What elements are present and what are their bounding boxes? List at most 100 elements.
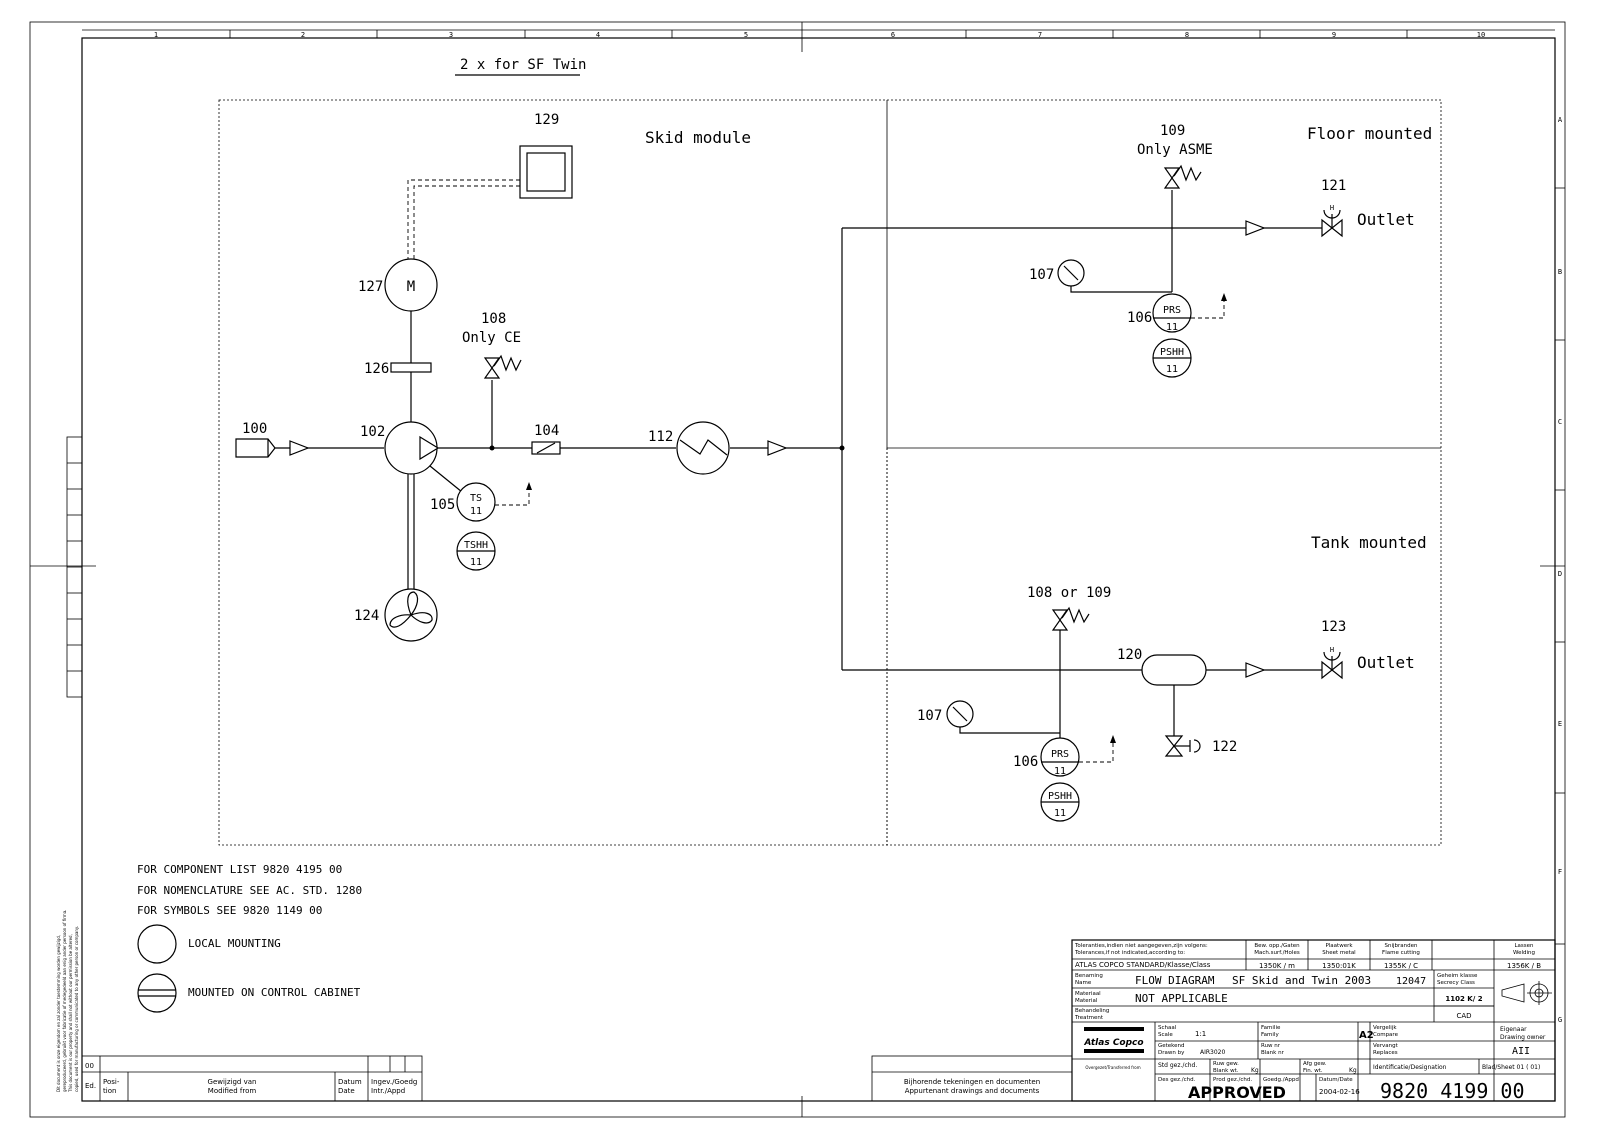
tb-goedg: Goedg./Appd (1263, 1077, 1299, 1083)
title-block (1071, 939, 1556, 1102)
col-label-2: 2 (301, 31, 305, 39)
label-108: 108 (481, 311, 506, 327)
skid-module-region (218, 99, 888, 846)
tshh-tag: TSHH (464, 540, 488, 551)
safety-valve-108 (483, 354, 522, 448)
note-symbols: FOR SYMBOLS SEE 9820 1149 00 (137, 904, 322, 917)
valve-121-h: H (1330, 204, 1334, 212)
tb-secrecy-val: 1102 K/ 2 (1445, 995, 1482, 1003)
row-label-g: G (1558, 1016, 1562, 1024)
row-ruler: A B C D E F G (1555, 116, 1565, 1024)
col-label-5: 5 (744, 31, 748, 39)
col-label-8: 8 (1185, 31, 1189, 39)
tb-mach-val: 1350K / m (1259, 962, 1295, 970)
label-122: 122 (1212, 739, 1237, 755)
pressure-switch-106-bottom (1040, 735, 1116, 822)
tb-drawn-val: AIR3020 (1200, 1049, 1225, 1056)
tb-date-lbl: Datum/Date (1319, 1077, 1353, 1083)
tb-sheet-no: Blad/Sheet 01 ( 01) (1482, 1064, 1540, 1071)
fan-124 (384, 588, 438, 642)
appurtenant-2: Appurtenant drawings and documents (905, 1087, 1040, 1095)
control-panel-129 (407, 145, 573, 260)
note-nomenclature: FOR NOMENCLATURE SEE AC. STD. 1280 (137, 884, 362, 897)
twin-note: 2 x for SF Twin (460, 57, 586, 73)
prs-bottom-num: 11 (1054, 766, 1066, 777)
tb-name-value: FLOW DIAGRAM (1135, 974, 1215, 987)
tank-mounted-region (886, 447, 1442, 846)
tb-drawing-number: 9820 4199 00 (1380, 1079, 1525, 1103)
tb-name-2: Name (1075, 980, 1092, 986)
tb-tol-1: Toleranties,indien niet aangegeven,zijn … (1074, 943, 1208, 949)
margin-line-1: Dit document is onze eigendom en zal zon… (56, 935, 61, 1092)
inlet-100 (235, 438, 276, 458)
copyright-margin-text: Dit document is onze eigendom en zal zon… (56, 910, 79, 1093)
tb-weld-1: Lassen (1514, 943, 1534, 949)
tb-owner-2: Drawing owner (1500, 1034, 1546, 1041)
left-margin-boxes (66, 436, 83, 698)
floor-mounted-label: Floor mounted (1307, 124, 1432, 143)
pressure-gauge-107-bottom (946, 700, 1060, 734)
outlet-bottom-label: Outlet (1357, 653, 1415, 672)
tb-material-2: Material (1075, 998, 1098, 1004)
tb-compare-1: Vergelijk (1373, 1025, 1397, 1031)
label-106-top: 106 (1127, 310, 1152, 326)
label-129: 129 (534, 112, 559, 128)
logo-text: Atlas Copco (1083, 1038, 1143, 1048)
tb-blank-1: Ruw nr (1261, 1043, 1281, 1049)
margin-line-4: copied, used for manufacturing or commun… (74, 926, 79, 1092)
legend-local-symbol (137, 924, 177, 964)
outlet-valve-123 (1321, 651, 1343, 680)
col-label-9: 9 (1332, 31, 1336, 39)
tb-desgez: Des gez./chd. (1158, 1077, 1196, 1083)
tb-treat-1: Behandeling (1075, 1008, 1109, 1014)
tb-mach-2: Mach.surf./Holes (1254, 950, 1300, 956)
row-label-b: B (1558, 268, 1562, 276)
air-receiver-120 (1141, 654, 1207, 736)
margin-line-3: This document is our property and shall … (68, 934, 73, 1093)
tb-approved-stamp: APPROVED (1188, 1083, 1286, 1102)
note-component-list: FOR COMPONENT LIST 9820 4195 00 (137, 863, 342, 876)
col-label-6: 6 (891, 31, 895, 39)
safety-valve-108-or-109 (1051, 606, 1090, 743)
tb-replaces-2: Replaces (1373, 1050, 1398, 1056)
rev-tion: tion (103, 1087, 116, 1095)
check-valve-104 (531, 441, 561, 455)
tb-replaces-1: Vervangt (1373, 1043, 1399, 1049)
drain-valve-122 (1164, 735, 1201, 757)
rev-modified-2: Modified from (208, 1087, 257, 1095)
tb-tol-2: Tolerances,if not indicated,according to… (1074, 950, 1185, 956)
tb-kg-2: Kg (1349, 1067, 1357, 1074)
floor-mounted-region (886, 99, 1442, 449)
col-label-10: 10 (1477, 31, 1485, 39)
label-105: 105 (430, 497, 455, 513)
tb-scale-val: 1:1 (1195, 1030, 1206, 1038)
pressure-switch-106-top (1152, 293, 1227, 378)
tb-date-val: 2004-02-16 (1319, 1088, 1360, 1096)
tb-std: ATLAS COPCO STANDARD/Klasse/Class (1075, 961, 1211, 969)
tb-compare-2: Compare (1373, 1032, 1399, 1038)
tb-owner-1: Eigenaar (1500, 1026, 1527, 1033)
tb-blankwt-1: Ruw gew. (1213, 1061, 1239, 1067)
margin-line-2: gereproduceerd, gebruikt voor fabricatie… (62, 910, 67, 1092)
label-108-note: Only CE (462, 330, 521, 346)
tb-flame-1: Snijbranden (1384, 943, 1418, 949)
pressure-gauge-107-top (1057, 259, 1172, 293)
row-label-a: A (1558, 116, 1563, 124)
col-label-3: 3 (449, 31, 453, 39)
tb-prodgez: Prod gez./chd. (1213, 1077, 1252, 1083)
legend (137, 924, 177, 1013)
label-107-top: 107 (1029, 267, 1054, 283)
outlet-top-label: Outlet (1357, 210, 1415, 229)
tb-treat-2: Treatment (1074, 1015, 1104, 1021)
compressor-102 (384, 421, 463, 590)
label-126: 126 (364, 361, 389, 377)
tb-mach-1: Bew. opp./Gaten (1254, 943, 1300, 949)
motor-127 (384, 258, 438, 422)
col-label-4: 4 (596, 31, 600, 39)
label-120: 120 (1117, 647, 1142, 663)
temperature-switch-105 (456, 482, 532, 571)
outlet-valve-121 (1321, 209, 1343, 238)
col-label-7: 7 (1038, 31, 1042, 39)
coupling-126 (390, 362, 432, 373)
tb-name-value-2: SF Skid and Twin 2003 (1232, 974, 1371, 987)
